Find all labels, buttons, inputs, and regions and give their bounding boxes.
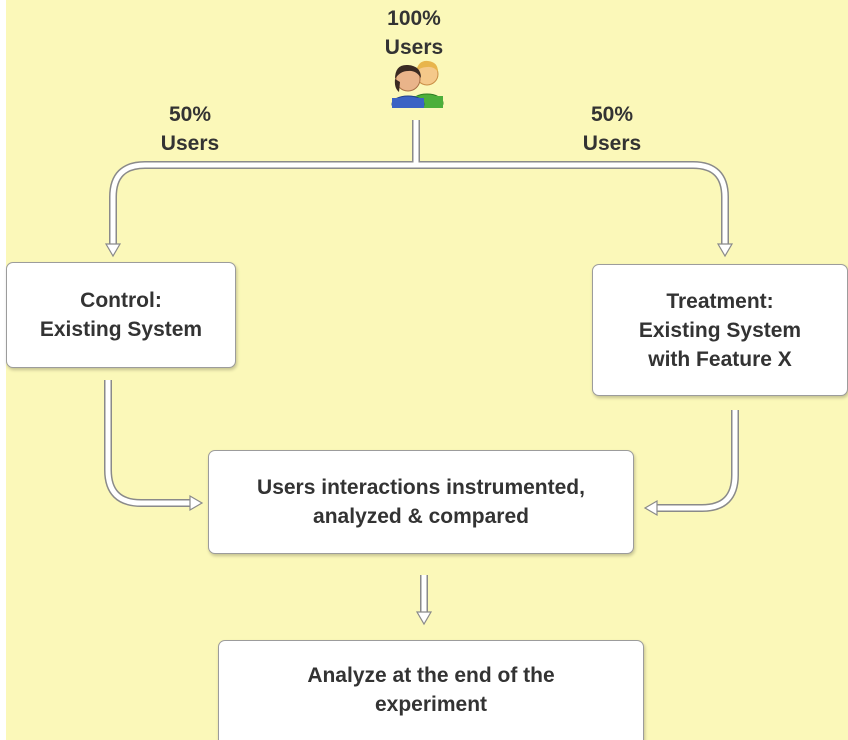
instrumented-box-line1: Users interactions instrumented, [257, 476, 585, 499]
final-analysis-box: Analyze at the end of the experiment [218, 640, 644, 740]
total-users-label: 100% Users [364, 4, 464, 62]
final-box-line2: experiment [374, 693, 488, 716]
instrumented-box-line2: analyzed & compared [313, 505, 529, 528]
treatment-share-label: 50% Users [562, 100, 662, 158]
arrowhead-from-control [189, 494, 204, 512]
split-connector [109, 120, 729, 246]
arrowhead-to-control [104, 243, 122, 258]
arrowhead-to-final [415, 611, 433, 626]
treatment-box-line2: Existing System [638, 318, 802, 342]
final-box-line1: Analyze at the end of the [307, 664, 555, 687]
control-share-percent: 50% [168, 103, 212, 126]
total-users-text: Users [384, 36, 444, 59]
treatment-box-title: Treatment: [666, 289, 774, 313]
control-box-title: Control: [80, 289, 162, 312]
control-share-text: Users [160, 132, 220, 155]
treatment-share-percent: 50% [590, 103, 634, 126]
treatment-to-analysis-connector [655, 410, 739, 512]
arrowhead-to-treatment [716, 243, 734, 258]
arrowhead-from-treatment [643, 499, 658, 517]
control-box-subtitle: Existing System [39, 318, 203, 341]
treatment-box: Treatment: Existing System with Feature … [592, 264, 848, 396]
control-share-label: 50% Users [140, 100, 240, 158]
instrumented-analysis-box: Users interactions instrumented, analyze… [208, 450, 634, 554]
treatment-share-text: Users [582, 132, 642, 155]
treatment-box-line3: with Feature X [648, 347, 792, 371]
users-group-icon [391, 60, 444, 108]
control-box: Control: Existing System [6, 262, 236, 368]
control-to-analysis-connector [104, 380, 192, 507]
total-users-percent: 100% [387, 7, 441, 30]
